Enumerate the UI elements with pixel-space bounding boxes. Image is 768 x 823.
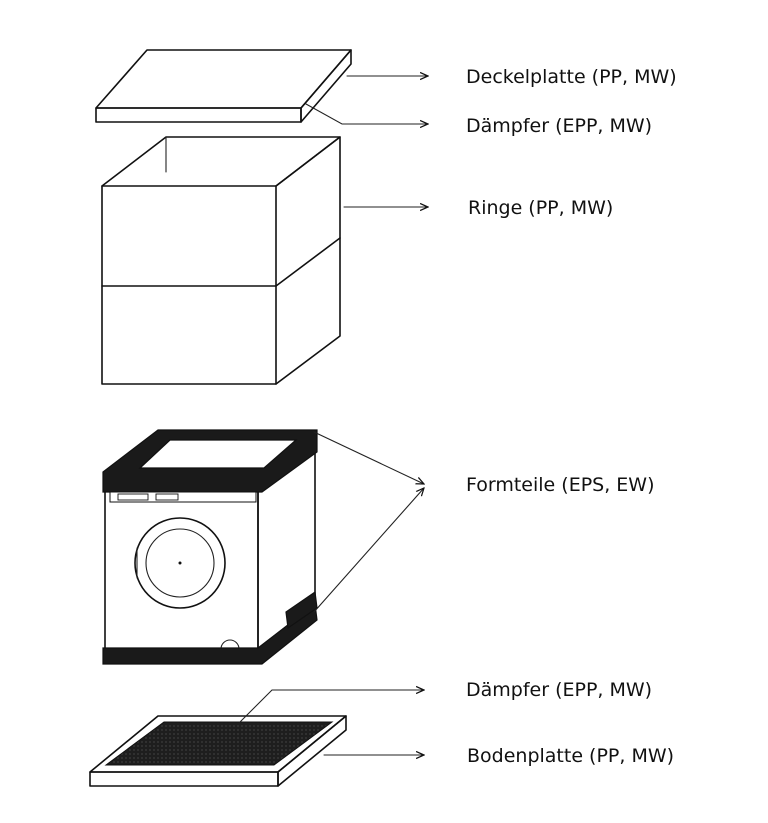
label-bodenplatte: Bodenplatte (PP, MW) — [467, 745, 674, 767]
daempfer-bottom-leader-arrow — [239, 690, 424, 723]
label-daempfer-bottom: Dämpfer (EPP, MW) — [466, 679, 652, 701]
formteile-bottom-leader-arrow — [313, 488, 424, 613]
base-plate-icon — [89, 715, 347, 787]
label-deckelplatte: Deckelplatte (PP, MW) — [466, 66, 677, 88]
label-formteile: Formteile (EPS, EW) — [466, 474, 655, 496]
daempfer-top-leader-arrow — [305, 103, 428, 124]
washing-machine-icon — [102, 429, 318, 665]
label-daempfer-top: Dämpfer (EPP, MW) — [466, 115, 652, 137]
lid-plate-icon — [95, 49, 352, 123]
label-ringe: Ringe (PP, MW) — [468, 197, 613, 219]
ring-box-icon — [101, 136, 341, 385]
formteile-top-leader-arrow — [313, 431, 424, 484]
